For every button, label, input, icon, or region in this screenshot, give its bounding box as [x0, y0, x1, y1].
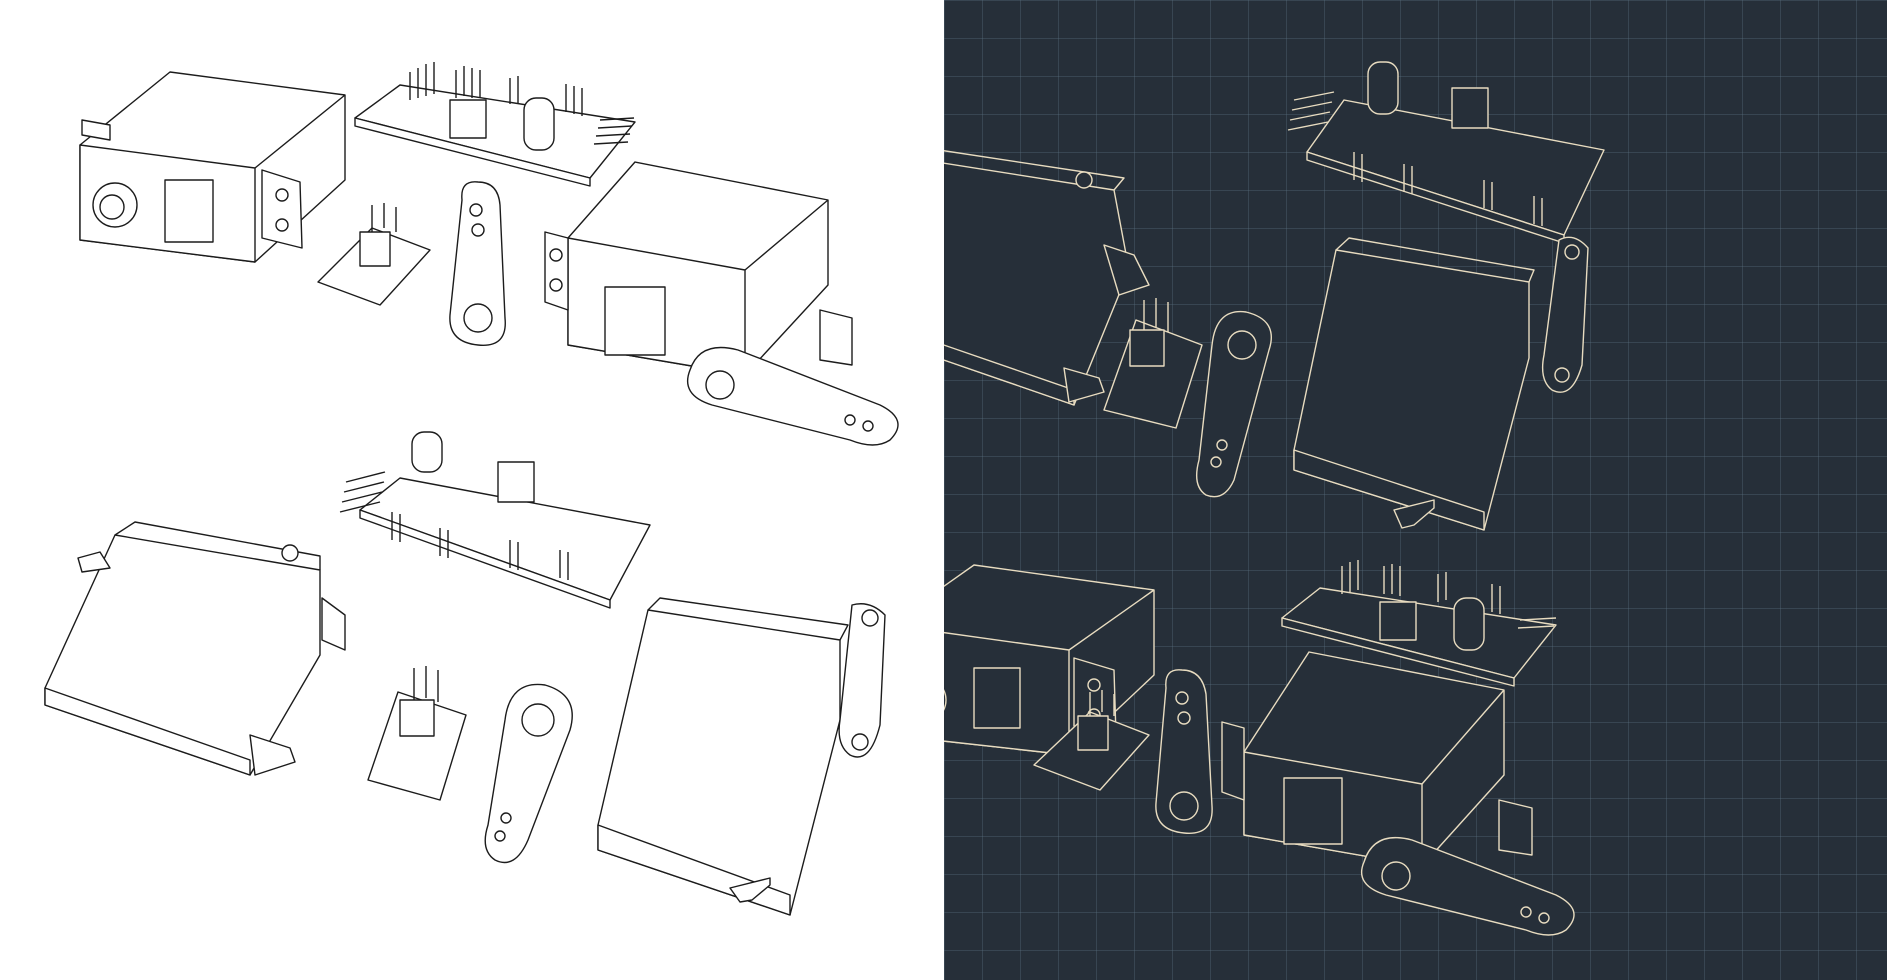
servo-motor-top-left — [79, 71, 346, 263]
blueprint-sensor-module-top — [1103, 298, 1203, 429]
blueprint-controller-board-top — [1287, 61, 1605, 244]
servo-horn-top — [449, 181, 506, 346]
servo-motor-bottom-left — [44, 521, 346, 776]
servo-controller-board-top — [354, 62, 636, 187]
servo-motor-bottom-right — [597, 597, 886, 916]
servo-horn-bottom — [484, 683, 573, 864]
light-drawing-svg — [44, 62, 899, 916]
blueprint-servo-motor-top-left — [944, 150, 1150, 406]
sensor-module-top — [317, 203, 431, 306]
blueprint-drawing-svg — [944, 61, 1605, 936]
servo-motor-top-right — [544, 161, 899, 446]
blueprint-sensor-module-bottom — [1033, 690, 1150, 791]
blueprint-servo-horn-top — [1196, 310, 1273, 498]
blueprint-servo-horn-bottom — [1155, 669, 1213, 834]
sensor-module-bottom — [367, 666, 467, 801]
blueprint-controller-board-bottom — [1281, 560, 1557, 687]
blueprint-servo-motor-right — [1293, 236, 1589, 531]
servo-controller-board-bottom — [339, 431, 651, 609]
blueprint-panel — [944, 0, 1887, 980]
blueprint-servo-motor-bottom-right — [1221, 651, 1575, 936]
light-line-art-panel — [44, 62, 899, 916]
